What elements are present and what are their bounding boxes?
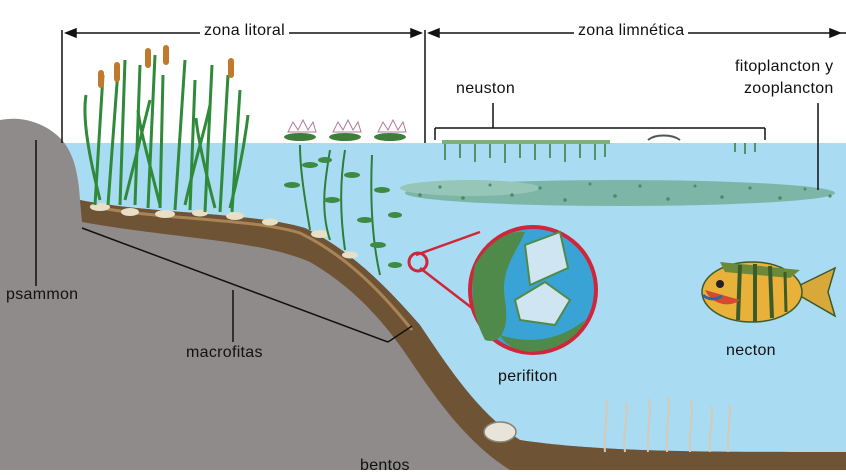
neuston-film [442,140,610,144]
bentos-label: bentos [360,457,410,475]
benthic-clam [484,422,516,442]
perifiton-label: perifiton [498,368,558,386]
macrofitas-label: macrofitas [186,344,263,362]
zooplancton-label: zooplancton [744,80,834,98]
reed-spikes [98,45,234,88]
zona-limnetica-label: zona limnética [574,22,688,40]
zona-litoral-label: zona litoral [200,22,289,40]
fitoplancton-label: fitoplancton y [735,58,833,76]
neuston-label: neuston [456,80,515,98]
water-lilies [284,120,406,141]
necton-label: necton [726,342,776,360]
psammon-label: psammon [6,286,78,304]
water-strider [648,136,680,141]
